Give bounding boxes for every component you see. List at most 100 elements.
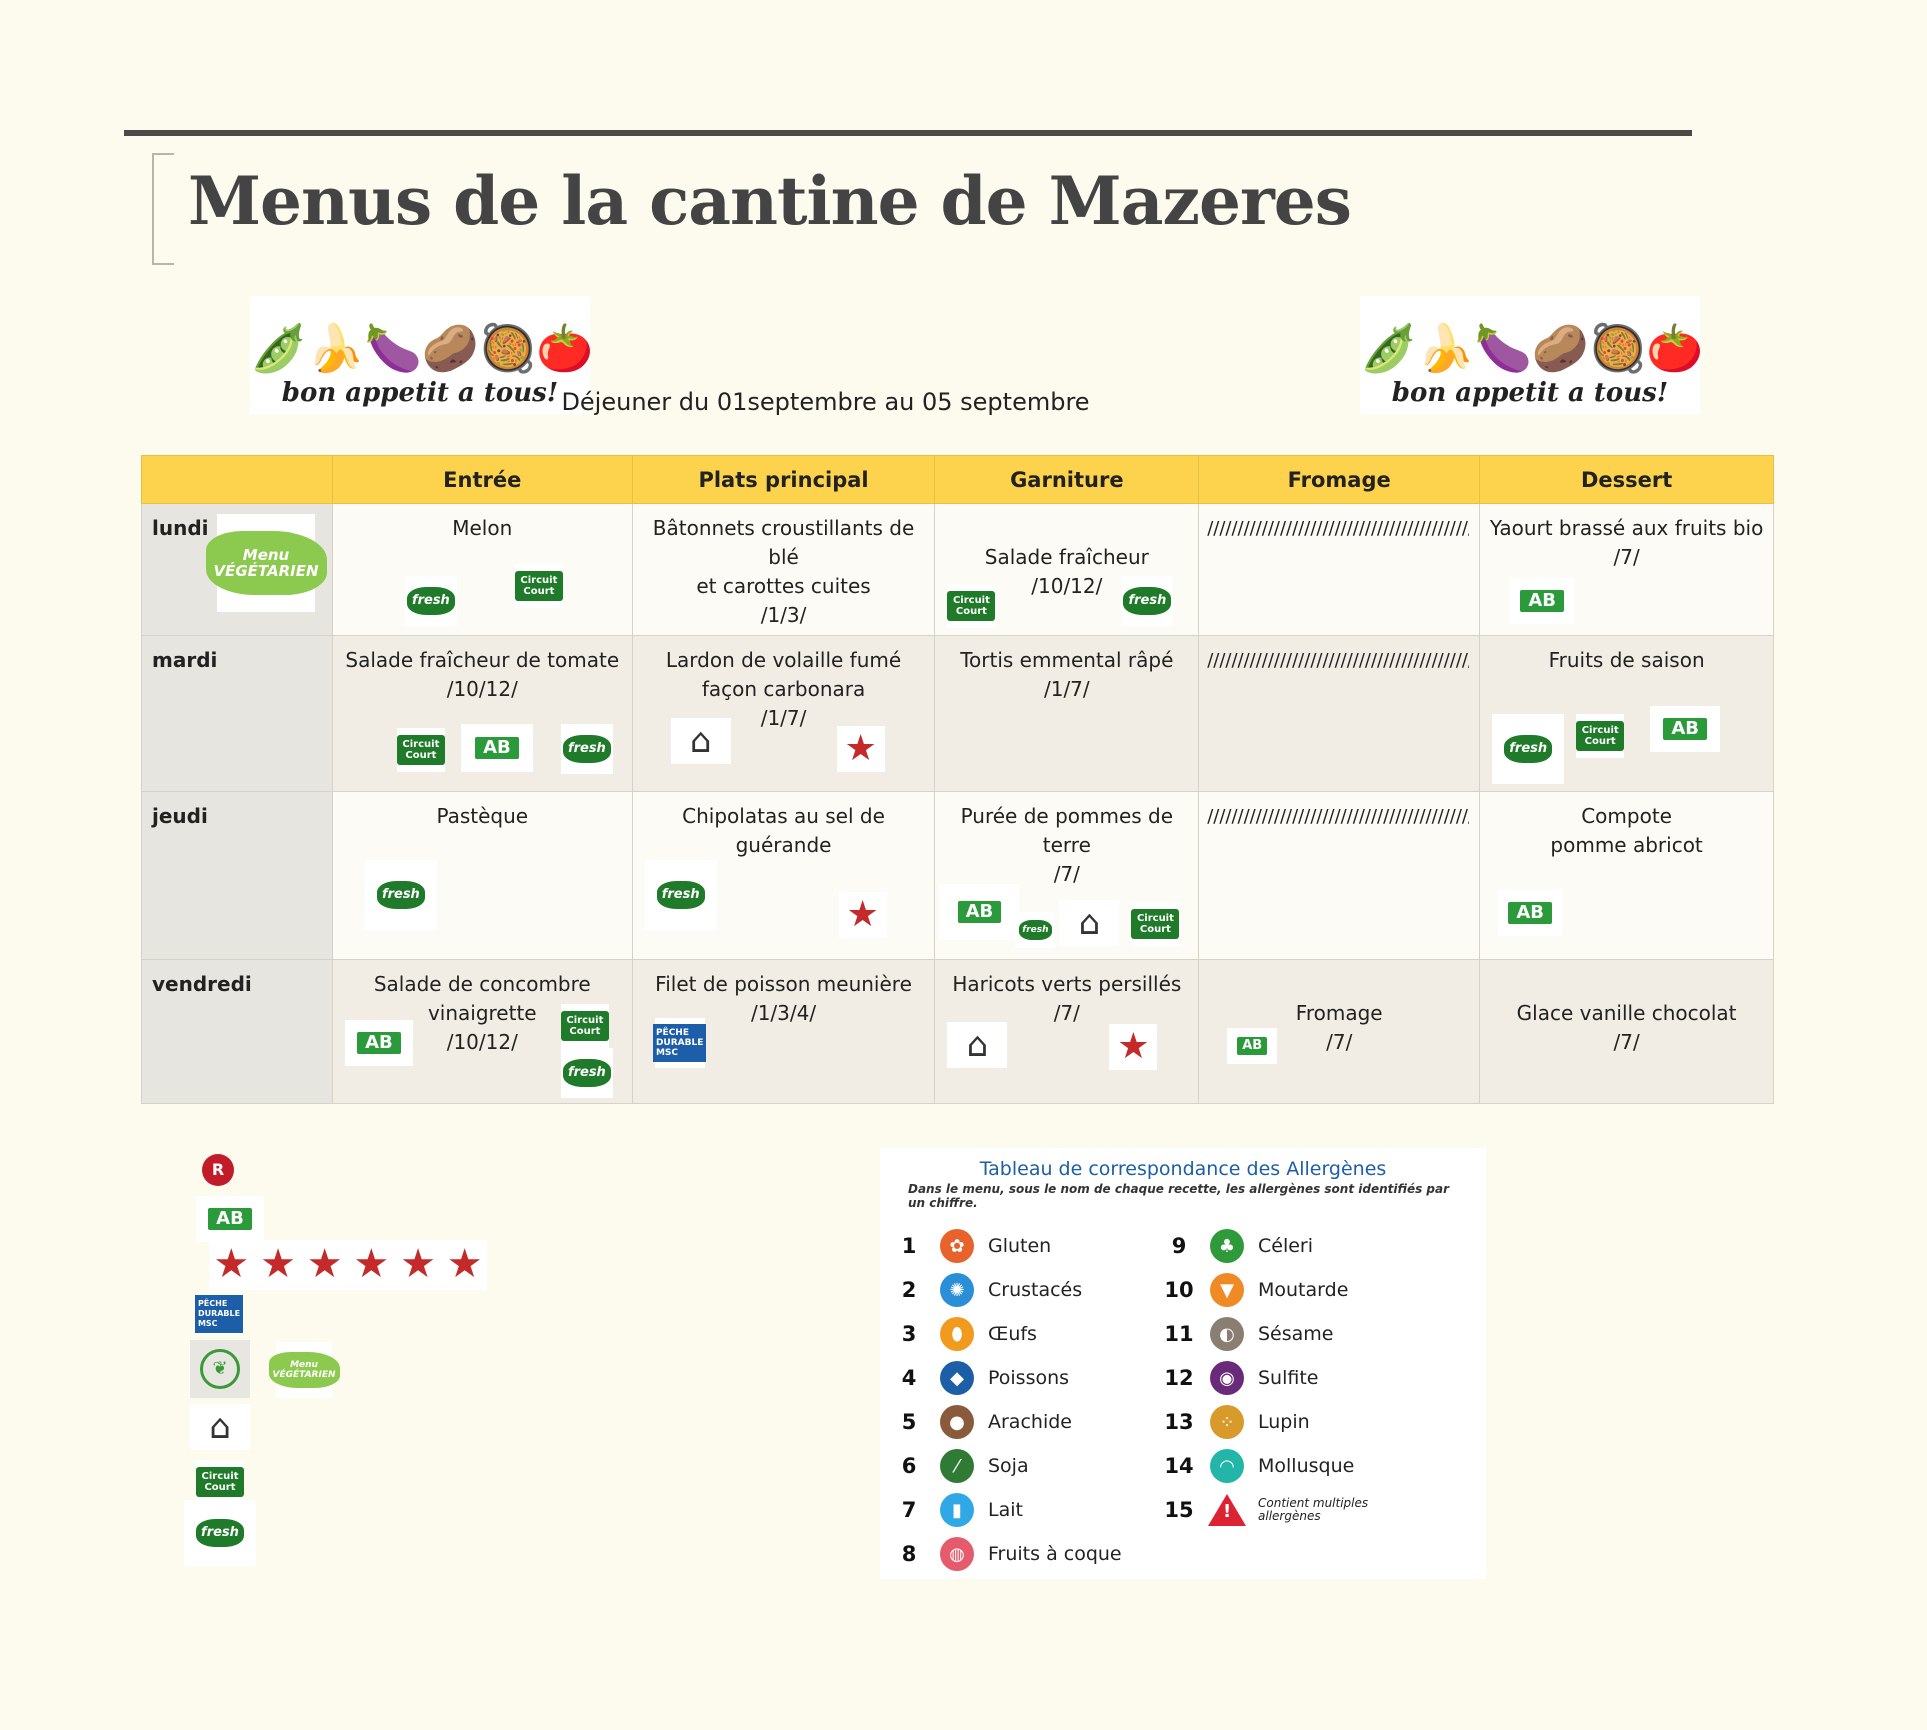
allergen-number: 12 — [1164, 1366, 1194, 1390]
allergen-number: 13 — [1164, 1410, 1194, 1434]
header-plat: Plats principal — [631, 455, 936, 504]
msc-peche-durable-logo: PÊCHE DURABLE MSC — [652, 1018, 707, 1068]
allergen-number: 3 — [901, 1322, 917, 1346]
cell-dessert: Yaourt brassé aux fruits bio /7/ AB — [1479, 503, 1774, 636]
allergen-7-icon: ◍ — [940, 1537, 974, 1571]
fresh-logo: fresh — [184, 1500, 256, 1566]
cell-garniture: Purée de pommes de terre /7/ AB fresh ⌂ … — [934, 791, 1200, 960]
allergen-name: Moutarde — [1258, 1279, 1349, 1301]
header-entree: Entrée — [331, 455, 633, 504]
header-fromage: Fromage — [1198, 455, 1481, 504]
allergen-0-icon: ♣ — [1210, 1229, 1244, 1263]
allergen-row: 3 ⬮ Œufs — [884, 1312, 1154, 1356]
header-garniture: Garniture — [934, 455, 1200, 504]
allergen-name: Crustacés — [988, 1279, 1083, 1301]
allergen-row: 12◉Sulfite — [1154, 1356, 1424, 1400]
allergen-name: Lupin — [1258, 1411, 1310, 1433]
allergen-row: 8 ◍ Fruits à coque — [884, 1532, 1154, 1576]
allergen-row: 10▼Moutarde — [1154, 1268, 1424, 1312]
allergen-1-icon: ✺ — [940, 1273, 974, 1307]
allergen-2-icon: ◐ — [1210, 1317, 1244, 1351]
cell-dessert: Fruits de saison fresh Circuit Court AB — [1479, 635, 1774, 792]
allergen-row: 2 ✺ Crustacés — [884, 1268, 1154, 1312]
header-row: Entrée Plats principal Garniture Fromage… — [141, 455, 1774, 504]
cell-entree: Salade de concombre vinaigrette /10/12/ … — [331, 959, 633, 1104]
cell-fromage: ////////////////////////////////////////… — [1198, 635, 1481, 792]
fresh-logo: fresh — [364, 860, 437, 930]
fait-maison-icon: ⌂ — [670, 718, 731, 764]
banner-right: 🫛🍌🍆🥔🥘🍅🥕 bon appetit a tous! — [1360, 296, 1700, 414]
fresh-logo: fresh — [560, 724, 613, 774]
fresh-logo: fresh — [1015, 912, 1056, 948]
allergen-number: 10 — [1164, 1278, 1194, 1302]
allergen-name: Céleri — [1258, 1235, 1314, 1257]
allergen-number: 6 — [901, 1454, 917, 1478]
cell-fromage: ////////////////////////////////////////… — [1198, 503, 1481, 636]
allergen-5-icon: ◠ — [1210, 1449, 1244, 1483]
circuit-court-logo: Circuit Court — [947, 584, 996, 628]
allergen-6-icon: ▮ — [940, 1493, 974, 1527]
cell-fromage: ////////////////////////////////////////… — [1198, 791, 1481, 960]
allergen-multiple-text: Contient multiples allergènes — [1258, 1496, 1369, 1523]
circuit-court-logo: Circuit Court — [1131, 902, 1180, 946]
allergen-4-icon: ● — [940, 1405, 974, 1439]
menu-vegetarien-logo: Menu VÉGÉTARIEN — [205, 514, 327, 612]
fait-maison-icon: ⌂ — [947, 1022, 1008, 1068]
leaf-icon: ❦ — [200, 1349, 240, 1389]
allergen-name: Lait — [988, 1499, 1023, 1521]
ab-bio-logo: AB — [1510, 578, 1575, 624]
circuit-court-logo: Circuit Court — [560, 1004, 609, 1048]
allergen-name: Arachide — [988, 1411, 1072, 1433]
cell-plat: Bâtonnets croustillants de blé et carott… — [631, 503, 936, 636]
msc-peche-durable-logo: PÊCHE DURABLE MSC — [194, 1294, 244, 1334]
label-rouge-logo: R — [198, 1150, 238, 1190]
vegetable-characters: 🫛🍌🍆🥔🥘🍅🥕 — [250, 321, 590, 375]
ab-bio-logo: AB — [460, 724, 533, 772]
allergen-row: 7▮Lait — [884, 1488, 1154, 1532]
allergen-row: 9 ♣ Céleri — [1154, 1224, 1424, 1268]
allergen-number: 4 — [901, 1366, 917, 1390]
allergen-name: Fruits à coque — [988, 1543, 1122, 1565]
table-row: lundi Menu VÉGÉTARIEN Melon fresh Circui… — [141, 503, 1774, 636]
allergen-row: 13 ⁘ Lupin — [1154, 1400, 1424, 1444]
ab-bio-logo: AB — [1650, 706, 1721, 752]
cell-plat: Chipolatas au sel de guérande fresh ★ — [631, 791, 936, 960]
banner-left: 🫛🍌🍆🥔🥘🍅🥕 bon appetit a tous! — [250, 296, 590, 414]
allergen-4-icon: ⁘ — [1210, 1405, 1244, 1439]
allergen-number: 15 — [1164, 1498, 1194, 1522]
allergen-number: 9 — [1171, 1234, 1187, 1258]
allergen-3-icon: ◉ — [1210, 1361, 1244, 1395]
top-rule — [124, 130, 1692, 136]
day-cell: jeudi — [141, 791, 333, 960]
header-empty — [141, 455, 333, 504]
allergen-table: Tableau de correspondance des Allergènes… — [880, 1148, 1486, 1579]
vegetal-logo: ❦ — [190, 1340, 250, 1398]
origine-france-logos: ★★★★★★ — [209, 1240, 487, 1290]
allergen-0-icon: ✿ — [940, 1229, 974, 1263]
volaille-francaise-logo: ★ — [836, 726, 885, 772]
allergen-name: Œufs — [988, 1323, 1037, 1345]
cell-garniture: Haricots verts persillés /7/ ⌂ ★ — [934, 959, 1200, 1104]
fresh-logo: fresh — [404, 576, 457, 626]
allergen-number: 8 — [901, 1542, 917, 1566]
circuit-court-logo: Circuit Court — [1576, 714, 1625, 758]
cell-garniture: Tortis emmental râpé /1/7/ — [934, 635, 1200, 792]
cell-plat: Filet de poisson meunière /1/3/4/ PÊCHE … — [631, 959, 936, 1104]
allergen-number: 2 — [901, 1278, 917, 1302]
fait-maison-icon: ⌂ — [1059, 900, 1120, 946]
warning-icon: ! — [1208, 1494, 1246, 1526]
circuit-court-logo: Circuit Court — [396, 728, 445, 772]
fait-maison-icon: ⌂ — [190, 1404, 250, 1450]
circuit-court-logo: Circuit Court — [514, 564, 563, 608]
allergen-name: Gluten — [988, 1235, 1052, 1257]
allergen-2-icon: ⬮ — [940, 1317, 974, 1351]
fresh-logo: fresh — [644, 860, 717, 930]
allergen-row-multiple: 15! Contient multiples allergènes — [1154, 1488, 1424, 1532]
menu-vegetarien-logo: Menu VÉGÉTARIEN — [268, 1342, 340, 1398]
vegetable-characters: 🫛🍌🍆🥔🥘🍅🥕 — [1360, 321, 1700, 375]
allergen-row: 5●Arachide — [884, 1400, 1154, 1444]
header-dessert: Dessert — [1479, 455, 1774, 504]
